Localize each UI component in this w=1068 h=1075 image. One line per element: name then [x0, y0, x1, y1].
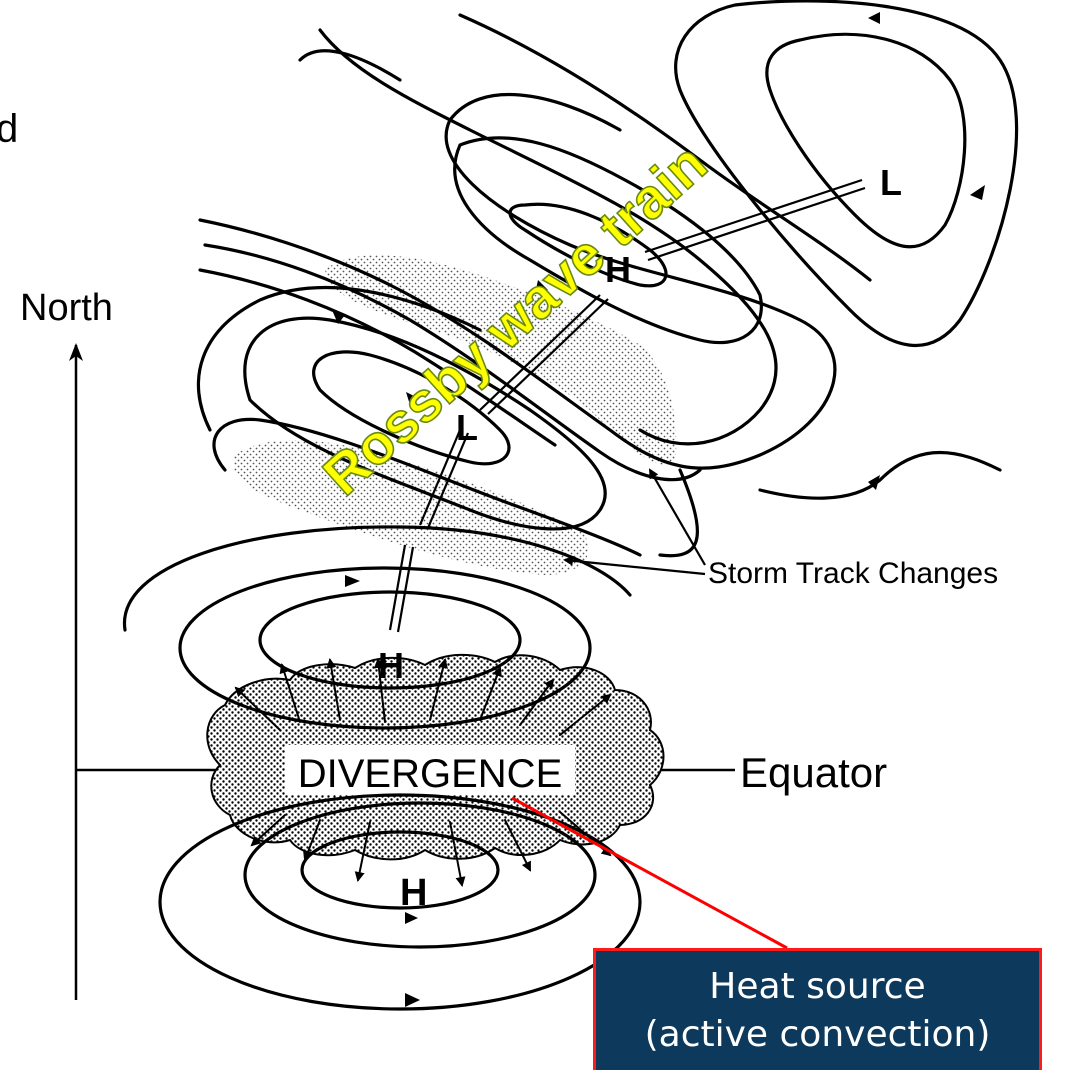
storm-track-shading-upper: [325, 255, 677, 466]
upper-low-label: L: [880, 162, 902, 203]
north-label: North: [20, 287, 113, 329]
divergence-arrows-upper: [234, 658, 612, 736]
storm-track-label: Storm Track Changes: [708, 557, 998, 590]
mid-low-label: L: [456, 407, 478, 448]
heat-source-callout: Heat source (active convection): [593, 948, 1042, 1070]
south-high-contours: [158, 793, 642, 1011]
storm-track-shading-lower: [233, 440, 589, 575]
storm-track-arrow: [563, 555, 706, 576]
cropped-letter: d: [0, 107, 18, 151]
north-high-label: H: [378, 645, 404, 686]
wave-high-label: H: [605, 249, 631, 290]
divergence-label: DIVERGENCE: [298, 752, 563, 796]
wave-train-contours: [196, 0, 1019, 558]
storm-track-arrow-2: [648, 468, 706, 566]
south-high-label: H: [400, 872, 427, 914]
divergence-label-bg: [285, 745, 575, 795]
heat-source-pointer: [511, 796, 788, 950]
heat-source-line1: Heat source: [709, 966, 926, 1007]
heat-source-line2: (active convection): [644, 1014, 991, 1055]
wave-path-double-line: [388, 178, 866, 633]
equator-label: Equator: [740, 749, 887, 796]
